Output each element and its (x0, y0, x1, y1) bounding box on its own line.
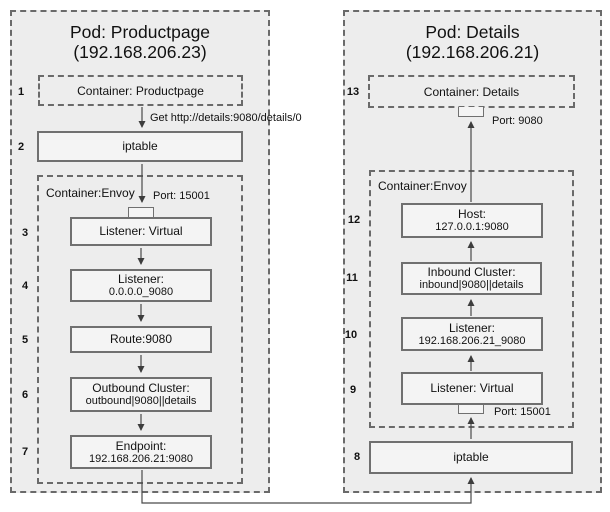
port-stub-9080-details (458, 107, 484, 117)
box-listener-details-line1: Listener: (448, 320, 496, 335)
box-inbound-cluster: Inbound Cluster: inbound|9080||details (401, 262, 542, 295)
box-iptable-productpage-label: iptable (122, 139, 158, 153)
port-stub-15001-details (458, 405, 484, 414)
step-number-10: 10 (344, 329, 358, 341)
pod-details-title: Pod: Details (192.168.206.21) (343, 22, 602, 62)
pod-details-title-line2: (192.168.206.21) (405, 42, 540, 62)
box-endpoint-line2: 192.168.206.21:9080 (89, 452, 193, 465)
step-number-4: 4 (21, 280, 29, 292)
box-host-127-0-0-1: Host: 127.0.0.1:9080 (401, 203, 543, 238)
step-number-5: 5 (21, 334, 29, 346)
box-listener-192-168-206-21-9080: Listener: 192.168.206.21_9080 (401, 317, 543, 351)
container-envoy-productpage (37, 175, 243, 484)
step-number-13: 13 (346, 86, 360, 98)
container-productpage-label: Container: Productpage (77, 83, 204, 98)
container-envoy-details-label: Container:Envoy (378, 179, 467, 193)
container-productpage: Container: Productpage (38, 75, 243, 106)
box-listener-details-line2: 192.168.206.21_9080 (418, 334, 526, 347)
step-number-11: 11 (346, 272, 358, 284)
box-outbound-cluster: Outbound Cluster: outbound|9080||details (70, 377, 212, 412)
box-route-9080: Route:9080 (70, 326, 212, 353)
container-details-label: Container: Details (423, 84, 520, 99)
step-number-6: 6 (21, 389, 29, 401)
box-endpoint-line1: Endpoint: (115, 438, 167, 453)
step-number-12: 12 (347, 214, 361, 226)
box-outbound-cluster-line2: outbound|9080||details (85, 395, 197, 407)
box-outbound-cluster-line1: Outbound Cluster: (92, 381, 190, 395)
box-listener-virtual-productpage: Listener: Virtual (70, 217, 212, 246)
box-route-9080-label: Route:9080 (109, 332, 173, 346)
box-listener-0000-9080-line2: 0.0.0.0_9080 (108, 286, 174, 298)
step-number-2: 2 (17, 141, 25, 153)
box-host-line2: 127.0.0.1:9080 (435, 221, 509, 233)
step-number-7: 7 (21, 446, 29, 458)
pod-productpage (10, 10, 270, 493)
box-iptable-productpage: iptable (37, 131, 243, 162)
box-endpoint: Endpoint: 192.168.206.21:9080 (70, 435, 212, 469)
port-9080-label: Port: 9080 (492, 115, 543, 127)
box-listener-0000-9080: Listener: 0.0.0.0_9080 (70, 269, 212, 302)
pod-productpage-title-line1: Pod: Productpage (69, 22, 211, 42)
port-stub-15001-productpage (128, 207, 154, 217)
box-iptable-details: iptable (369, 441, 573, 474)
box-inbound-cluster-line2: inbound|9080||details (419, 279, 524, 291)
container-envoy-productpage-label: Container:Envoy (46, 186, 135, 200)
pod-productpage-title-line2: (192.168.206.23) (73, 42, 207, 62)
pod-details-title-line1: Pod: Details (425, 22, 520, 42)
box-listener-virtual-details: Listener: Virtual (401, 372, 543, 405)
step-number-3: 3 (21, 227, 29, 239)
box-listener-0000-9080-line1: Listener: (117, 272, 165, 286)
step-number-9: 9 (349, 384, 357, 396)
wire-endpoint-to-details-iptable (141, 470, 475, 504)
box-iptable-details-label: iptable (453, 450, 489, 464)
pod-productpage-title: Pod: Productpage (192.168.206.23) (10, 22, 270, 62)
box-host-line1: Host: (457, 207, 486, 221)
step-number-1: 1 (17, 86, 25, 98)
port-15001-label-details: Port: 15001 (494, 406, 551, 418)
request-label: Get http://details:9080/details/0 (150, 112, 302, 124)
box-inbound-cluster-line1: Inbound Cluster: (427, 265, 516, 279)
port-15001-label-productpage: Port: 15001 (153, 190, 210, 202)
box-listener-virtual-details-label: Listener: Virtual (430, 381, 514, 395)
box-listener-virtual-productpage-label: Listener: Virtual (99, 224, 183, 238)
step-number-8: 8 (353, 451, 361, 463)
